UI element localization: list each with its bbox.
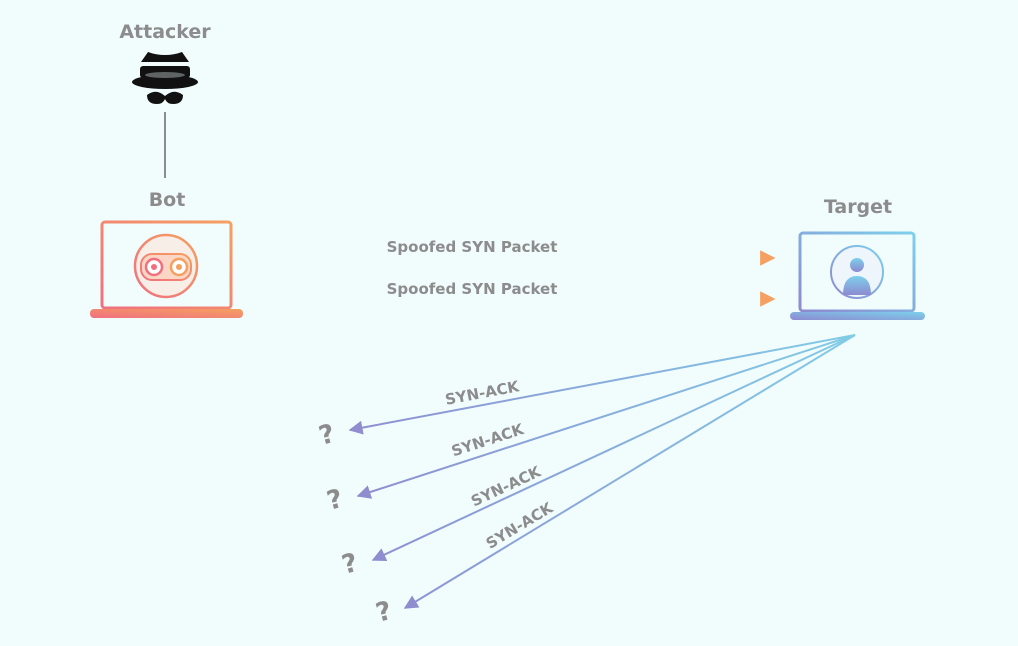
syn-ack-label: SYN-ACK — [483, 498, 557, 553]
unknown-host-mark: ? — [373, 596, 395, 629]
syn-ack-arrow — [356, 334, 856, 499]
bot-laptop — [90, 220, 243, 318]
syn-ack-arrow — [371, 334, 856, 562]
attacker-label: Attacker — [119, 21, 211, 43]
unknown-host-mark: ? — [316, 419, 338, 452]
syn-ack-arrow — [403, 334, 856, 609]
robot-face-icon — [133, 233, 199, 299]
unknown-host-mark: ? — [324, 484, 346, 517]
target-label: Target — [824, 196, 892, 218]
target-laptop — [790, 231, 925, 320]
spoofed-syn-label: Spoofed SYN Packet — [387, 238, 558, 256]
bot-label: Bot — [149, 189, 186, 211]
spoofed-syn-label: Spoofed SYN Packet — [387, 280, 558, 298]
spy-hat-icon — [132, 52, 198, 104]
user-icon — [830, 245, 884, 299]
unknown-host-mark: ? — [339, 548, 361, 581]
syn-ack-arrow — [348, 334, 856, 435]
